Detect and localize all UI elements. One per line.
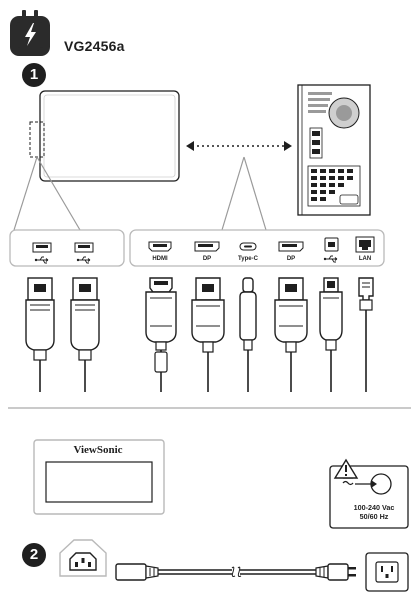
typec-cable: [239, 277, 257, 392]
callout-lines: [13, 156, 267, 231]
usb-a-cable-2: [70, 277, 100, 392]
dp-cable-2: [274, 277, 308, 392]
step-1-number: 1: [29, 66, 39, 83]
model-name: VG2456a: [64, 38, 125, 54]
power-spec-voltage: 100-240 Vac: [353, 503, 395, 512]
lan-cable: [358, 277, 374, 392]
power-spec-label: [329, 465, 409, 529]
hdmi-cable: [145, 277, 177, 392]
port-label-dp-1: DP: [202, 256, 212, 262]
brand-logo-text: ViewSonic: [73, 444, 123, 456]
port-label-hdmi: HDMI: [152, 256, 168, 262]
step-2-badge: [22, 543, 46, 567]
usb-b-cable: [319, 277, 343, 392]
wall-outlet-icon: [365, 552, 409, 592]
power-spec-frequency: 50/60 Hz: [359, 512, 389, 521]
power-cord-icon: [115, 563, 356, 581]
desktop-pc-icon: [297, 84, 371, 216]
warning-triangle-icon: [333, 458, 359, 479]
port-label-lan: LAN: [358, 256, 372, 262]
monitor-front-icon: [33, 439, 165, 515]
port-label-type-c: Type-C: [238, 256, 258, 262]
usb-port-panel: [9, 229, 125, 267]
step-2-number: 2: [29, 546, 39, 563]
step-1-badge: [22, 63, 46, 87]
ac-inlet-icon: [59, 539, 107, 577]
connection-arrow: [186, 141, 292, 151]
dp-cable-1: [191, 277, 225, 392]
port-label-dp-2: DP: [286, 256, 296, 262]
power-plug-icon: [10, 10, 50, 56]
video-port-panel: [129, 229, 385, 267]
monitor-rear-icon: [29, 90, 180, 182]
usb-a-cable-1: [25, 277, 55, 392]
